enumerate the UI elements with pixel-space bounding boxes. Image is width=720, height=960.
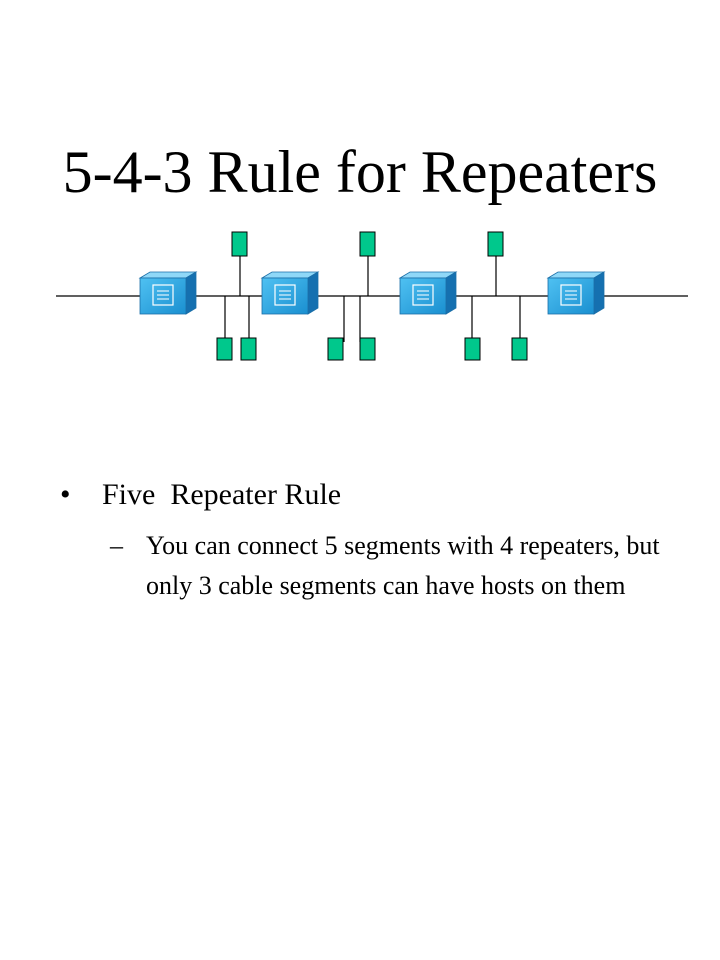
hosts (216, 231, 528, 361)
bullet-item: • Five Repeater Rule (60, 474, 680, 516)
host-station-icon (511, 337, 528, 361)
repeater-3 (398, 271, 458, 315)
host-station-icon (464, 337, 481, 361)
repeater-2 (260, 271, 320, 315)
slide-title: 5-4-3 Rule for Repeaters (62, 139, 658, 205)
host-drops (224, 256, 521, 342)
host-station-icon (359, 337, 376, 361)
bullet-marker: • (60, 478, 71, 511)
sub-bullet-item: – You can connect 5 segments with 4 repe… (110, 526, 690, 606)
repeater-box-icon (546, 271, 606, 315)
repeater-box-icon (138, 271, 198, 315)
repeater-4 (546, 271, 606, 315)
repeater-1 (138, 271, 198, 315)
sub-bullet-text: You can connect 5 segments with 4 repeat… (146, 531, 660, 600)
bullet-text: Five Repeater Rule (102, 478, 342, 511)
sub-bullet-marker: – (110, 531, 123, 560)
host-station-icon (359, 231, 376, 257)
host-station-icon (327, 337, 344, 361)
host-station-icon (216, 337, 233, 361)
host-station-icon (487, 231, 504, 257)
host-station-icon (231, 231, 248, 257)
host-station-icon (240, 337, 257, 361)
repeater-network-diagram (56, 231, 688, 361)
repeater-box-icon (260, 271, 320, 315)
repeater-box-icon (398, 271, 458, 315)
